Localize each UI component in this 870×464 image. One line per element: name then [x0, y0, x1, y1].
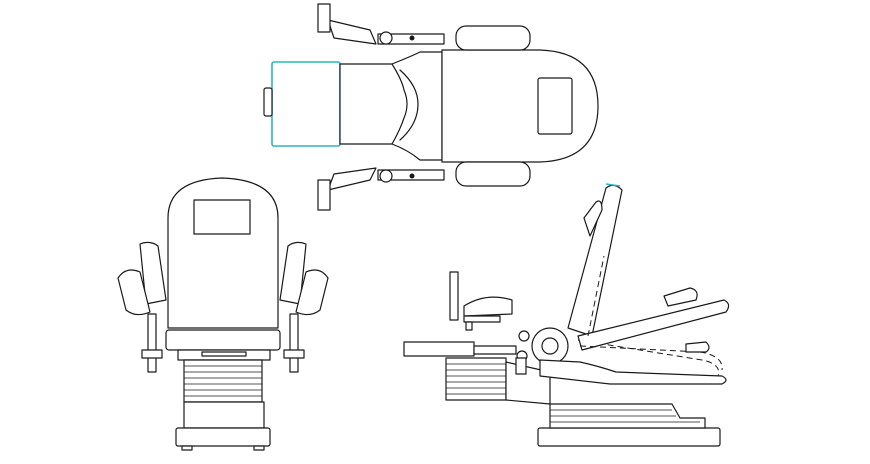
side-bellows: [445, 357, 507, 401]
top-clamp-upper: [317, 3, 331, 33]
front-post-left: [147, 313, 157, 373]
top-pivot-lower: [379, 169, 393, 183]
top-clamp-lower: [317, 179, 331, 211]
side-seat: [539, 359, 727, 385]
top-arm-support-upper: [327, 19, 377, 45]
front-arm-pad-left: [117, 269, 151, 316]
top-headrest-pad: [537, 77, 573, 135]
top-backrest: [441, 49, 599, 163]
front-armrest-left: [139, 241, 167, 305]
front-base-plate: [175, 427, 271, 447]
top-seat: [339, 63, 408, 145]
front-bellows: [183, 359, 263, 403]
top-leg-rest-handle: [263, 87, 273, 117]
front-armrest-right: [279, 241, 307, 305]
front-seat: [165, 329, 281, 351]
side-leg-rest: [403, 341, 475, 357]
top-pivot-upper: [379, 31, 393, 45]
side-arm-post: [449, 271, 459, 321]
top-armrest-upper: [455, 25, 531, 51]
front-post-right: [289, 313, 299, 373]
front-arm-pad-right: [295, 269, 329, 316]
top-seat-inner-curve: [399, 69, 419, 141]
front-base-upper: [183, 401, 265, 429]
top-arm-support-lower: [327, 167, 377, 191]
side-base-plate: [537, 427, 721, 447]
front-view: [117, 177, 329, 451]
side-arm-pad: [463, 296, 513, 317]
front-headrest-pad: [193, 199, 251, 235]
side-view: [403, 183, 730, 447]
side-seat-alt-position: [577, 339, 720, 377]
top-leg-rest: [271, 61, 341, 147]
top-view: [263, 3, 599, 211]
side-backrest-reclined: [577, 299, 730, 351]
top-armrest-lower: [455, 161, 531, 187]
